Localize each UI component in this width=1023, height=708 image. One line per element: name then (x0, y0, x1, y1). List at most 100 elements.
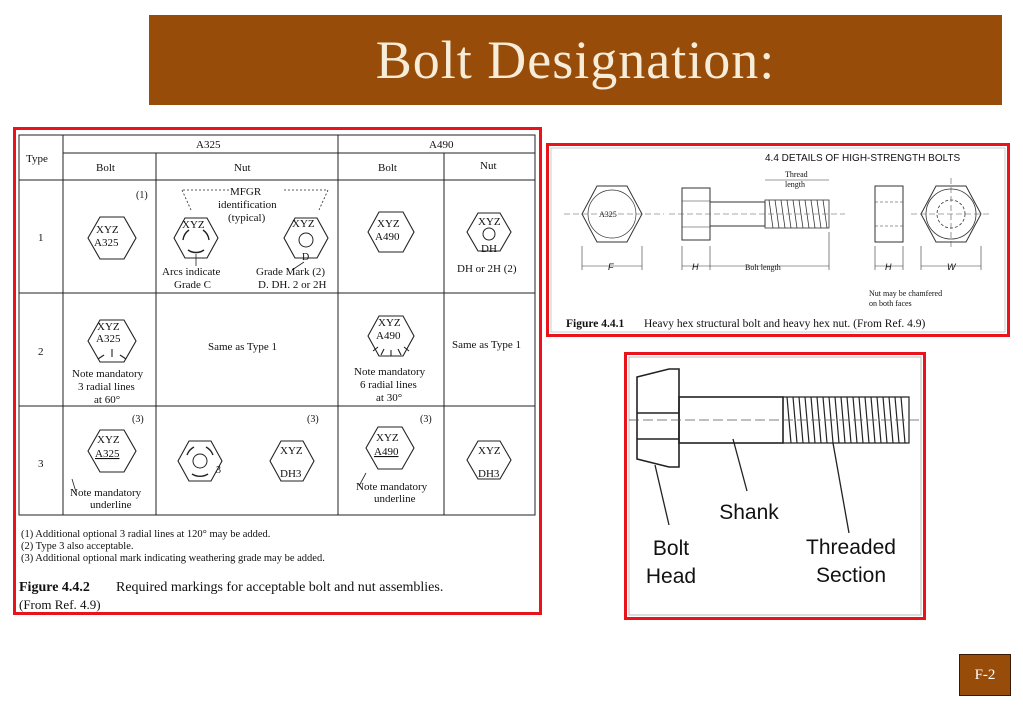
note-underline-1: Note mandatory (70, 487, 142, 499)
dim-h-nut: H (885, 262, 892, 272)
grade-mark-label-1: Grade Mark (2) (256, 266, 325, 278)
bolt-parts-figure: Shank Bolt Head Threaded Section (624, 352, 926, 620)
thread-length-label-1: Thread (785, 170, 808, 179)
footnote-1: (1) Additional optional 3 radial lines a… (21, 529, 270, 540)
row-type-1: 1 (38, 232, 44, 244)
table-grid (18, 134, 536, 516)
a325-bolt-header: Bolt (96, 162, 115, 174)
type3-xyz: XYZ (97, 434, 120, 446)
bolt-head-label-1: Bolt (652, 537, 690, 560)
mark-xyz: XYZ (96, 224, 119, 236)
page-title: Bolt Designation: (375, 30, 776, 90)
mark-d: D (302, 252, 309, 263)
hex-nut-arcs (173, 217, 219, 259)
a490-bolt-header: Bolt (378, 162, 397, 174)
title-banner: Bolt Designation: (149, 15, 1002, 105)
note-underline-2: underline (90, 499, 132, 511)
type3-nut-bore (192, 453, 208, 469)
nut-front-view (920, 185, 982, 243)
hex-a490-nut-type3 (466, 440, 512, 480)
arcs-label-2: Grade C (174, 279, 211, 291)
table-caption-ref: (From Ref. 4.9) (19, 597, 101, 612)
hex-a490-bolt-type2 (367, 315, 415, 357)
hex-a325-bolt-type3 (87, 429, 137, 473)
type3-a490: A490 (374, 446, 399, 458)
grade-a325-header: A325 (196, 139, 221, 151)
hex-a490-bolt-type1 (367, 211, 415, 253)
table-caption-text: Required markings for acceptable bolt an… (116, 580, 443, 595)
footnote-3: (3) Additional optional mark indicating … (21, 553, 325, 564)
type2-a325: A325 (96, 333, 121, 345)
row-type-3: 3 (38, 458, 44, 470)
dh-or-2h-label: DH or 2H (2) (457, 263, 517, 275)
hex-nut-dh3-a325 (269, 440, 315, 482)
mfgr-label-1: MFGR (230, 186, 262, 198)
dim-f: F (608, 262, 614, 272)
bolt-head-leader (654, 464, 670, 526)
hex-nut-grade-d (283, 217, 329, 259)
dim-w: W (947, 262, 957, 272)
bolt-markings-table-figure: Type A325 A490 Bolt Nut Bolt Nut 1 2 3 X… (13, 127, 542, 615)
nut-arc-marks (182, 229, 210, 254)
threaded-label-1: Threaded (806, 536, 896, 559)
bolt-head-label-2: Head (645, 565, 697, 588)
a325-nut-header: Nut (234, 162, 251, 174)
type3-a490-nut-dh3: DH3 (478, 468, 500, 480)
hex-caption-label: Figure 4.4.1 (566, 318, 624, 330)
note-6radial-1: Note mandatory (354, 366, 426, 378)
six-radial-lines (372, 346, 410, 356)
shank-label: Shank (719, 501, 779, 524)
head-mark-a325: A325 (599, 210, 617, 219)
mfgr-label-3: (typical) (228, 212, 266, 224)
bolt-markings-table-drawing: Type A325 A490 Bolt Nut Bolt Nut 1 2 3 X… (18, 134, 536, 612)
chamfer-note-1: Nut may be chamfered (869, 289, 942, 298)
footnote-2: (2) Type 3 also acceptable. (21, 541, 133, 552)
same-as-type1-a325: Same as Type 1 (208, 341, 277, 353)
arcs-label-1: Arcs indicate (162, 266, 220, 278)
chamfer-note-2: on both faces (869, 299, 912, 308)
hex-caption-text: Heavy hex structural bolt and heavy hex … (644, 318, 926, 330)
hex-nut-type3-arcs (177, 440, 223, 482)
type3-a490-nut-xyz: XYZ (478, 445, 501, 457)
type2-a490-xyz: XYZ (378, 317, 401, 329)
heavy-hex-drawing: 4.4 DETAILS OF HIGH-STRENGTH BOLTS A325 … (550, 147, 1006, 333)
hex-a490-bolt-type3 (365, 426, 415, 470)
nut-xyz-1: XYZ (182, 219, 205, 231)
note-3radial-2: 3 radial lines (78, 381, 135, 393)
mark-a325: A325 (94, 237, 119, 249)
grade-mark-label-2: D. DH. 2 or 2H (258, 279, 326, 291)
dim-h: H (692, 262, 699, 272)
underline-leader-a325 (71, 478, 77, 493)
note-6radial-2: 6 radial lines (360, 379, 417, 391)
a490-xyz-1: XYZ (377, 218, 400, 230)
threaded-leader (832, 442, 850, 534)
a490-nut-header: Nut (480, 160, 497, 172)
a490-nut-xyz-1: XYZ (478, 216, 501, 228)
thread-length-label-2: length (785, 180, 805, 189)
note-3radial-3: at 60° (94, 394, 120, 406)
note-6radial-3: at 30° (376, 392, 402, 404)
same-as-type1-a490: Same as Type 1 (452, 339, 521, 351)
nut-xyz-2: XYZ (292, 218, 315, 230)
nut-side-view (874, 185, 904, 243)
type3-nut-xyz: XYZ (280, 445, 303, 457)
type3-a325: A325 (95, 448, 120, 460)
shank-leader (732, 438, 748, 492)
mark-a490: A490 (375, 231, 400, 243)
figure-inner-border (550, 147, 1006, 333)
threaded-label-2: Section (815, 564, 887, 587)
type3-nut-arcs (186, 446, 214, 478)
a490-nut-bore (482, 227, 496, 241)
parts-inner-border (628, 356, 922, 616)
dimension-lines (581, 232, 982, 270)
type3-ref-a325: (3) (132, 414, 144, 425)
mfgr-leader-lines (181, 189, 329, 211)
heavy-hex-bolt-figure: 4.4 DETAILS OF HIGH-STRENGTH BOLTS A325 … (546, 143, 1010, 337)
page-number-badge: F-2 (959, 654, 1011, 696)
note-underline-3: Note mandatory (356, 481, 428, 493)
type3-ref-a490: (3) (420, 414, 432, 425)
col-type-header: Type (26, 153, 48, 165)
mark-3: 3 (216, 465, 221, 476)
note-3radial-1: Note mandatory (72, 368, 144, 380)
type3-a490-xyz: XYZ (376, 432, 399, 444)
